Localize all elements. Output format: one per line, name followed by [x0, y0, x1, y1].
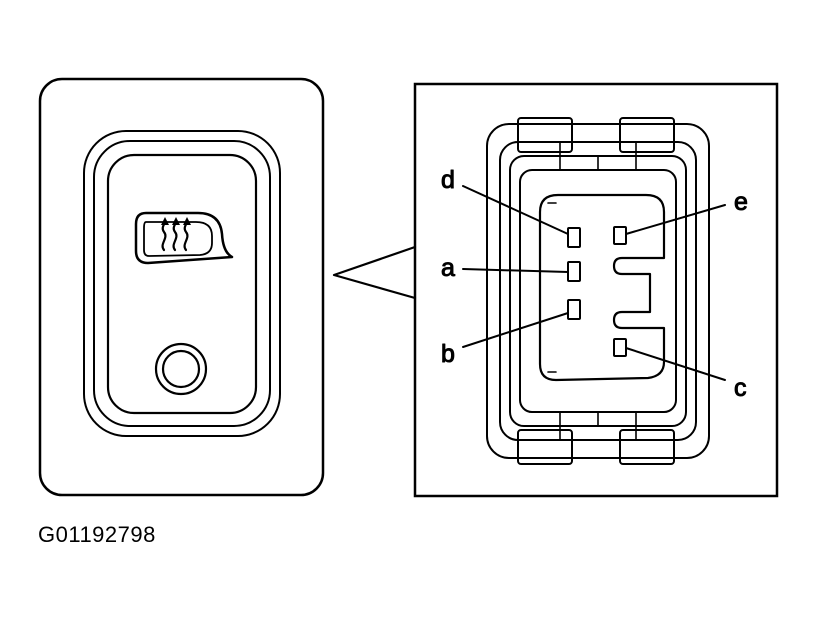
leader-lines — [462, 185, 726, 381]
terminal-cavity-inner — [547, 202, 557, 373]
pin-b-terminal — [567, 299, 581, 320]
rear-defroster-icon — [134, 211, 234, 265]
figure-id-label: G01192798 — [38, 522, 156, 547]
pin-terminals — [567, 226, 627, 357]
terminal-cavity — [538, 193, 666, 382]
pin-c-terminal — [613, 338, 627, 357]
leader-line-b — [462, 312, 569, 348]
connector-view: d a b e c — [413, 82, 779, 498]
indicator-lamp-icon — [154, 342, 208, 396]
pin-label-b: b — [441, 340, 455, 368]
leader-line-d — [462, 185, 569, 235]
connector-view-frame — [413, 82, 779, 498]
leader-line-c — [625, 347, 726, 381]
switch-view-frame — [38, 77, 325, 497]
leader-line-a — [462, 268, 569, 273]
switch-body — [83, 130, 281, 437]
leader-line-e — [625, 204, 726, 235]
pin-label-d: d — [441, 166, 455, 194]
pin-label-a: a — [441, 254, 455, 282]
switch-front-view — [38, 77, 325, 497]
pin-label-c: c — [734, 374, 747, 402]
pin-e-terminal — [613, 226, 627, 245]
pin-label-e: e — [734, 188, 748, 216]
pin-d-terminal — [567, 227, 581, 248]
pin-a-terminal — [567, 261, 581, 282]
pin-labels: d a b e c — [441, 166, 749, 403]
connector-housing — [486, 117, 710, 465]
callout-pointer — [332, 245, 417, 300]
